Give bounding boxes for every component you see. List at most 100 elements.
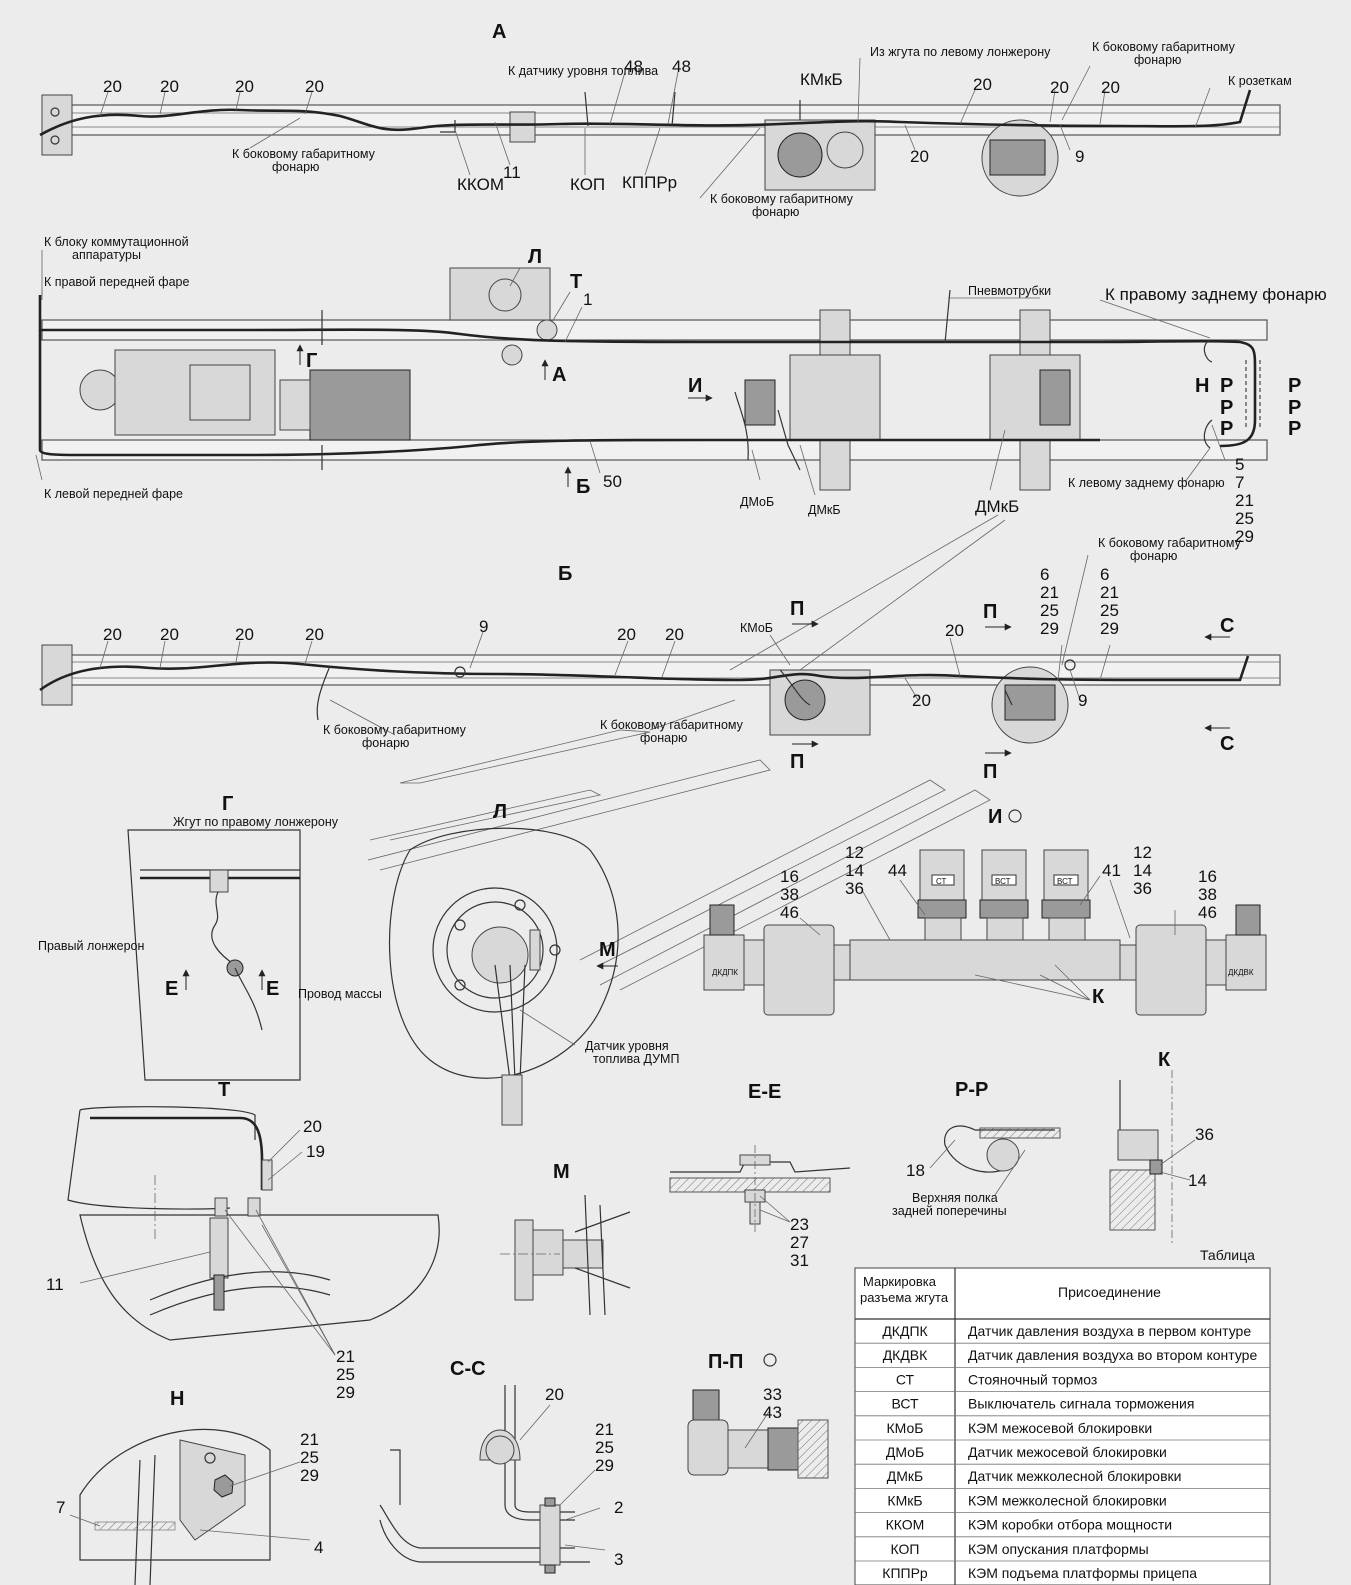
mark-dmkb-1: ДМкБ — [808, 503, 841, 517]
detail-n-title: Н — [170, 1388, 184, 1410]
k-14: 14 — [1188, 1171, 1207, 1190]
note-sensor-2: топлива ДУМП — [593, 1052, 679, 1066]
conn-kop: КОП — [570, 175, 605, 194]
stack-plan-5: 5 — [1235, 455, 1244, 474]
b-stack1-0: 6 — [1040, 565, 1049, 584]
i-left-38: 38 — [780, 885, 799, 904]
i-right-46: 46 — [1198, 903, 1217, 922]
note-side-light-1b: фонарю — [272, 160, 319, 174]
t-19: 19 — [306, 1142, 325, 1161]
detail-t: Т 20 19 11 21 25 29 — [46, 1079, 440, 1402]
i-right-36: 36 — [1133, 879, 1152, 898]
table-head-2: Присоединение — [1058, 1284, 1161, 1300]
detail-pp: П-П 33 43 — [687, 1351, 829, 1479]
harness-plan-left — [38, 330, 1100, 457]
callout-b-20-2: 20 — [160, 625, 179, 644]
rear-axle-b — [991, 666, 1069, 744]
rear-axle — [981, 119, 1059, 197]
mark-r-5: Р — [1288, 397, 1301, 419]
detail-t-title: Т — [218, 1079, 230, 1101]
callout-a-20-4: 20 — [305, 77, 324, 96]
mark-50: 50 — [603, 472, 622, 491]
detail-k-title: К — [1158, 1049, 1171, 1071]
harness-line-a — [39, 89, 1252, 137]
stack-plan-25: 25 — [1235, 509, 1254, 528]
i-left-46: 46 — [780, 903, 799, 922]
b-stack2-3: 29 — [1100, 619, 1119, 638]
table-cell-code: ККОМ — [886, 1517, 925, 1533]
detail-pp-title: П-П — [708, 1351, 743, 1373]
t-11: 11 — [46, 1275, 64, 1294]
table-cell-connection: Датчик межколесной блокировки — [968, 1468, 1181, 1484]
fuel-tank-sensor — [509, 111, 536, 143]
ss-21: 21 — [595, 1420, 614, 1439]
tag-st: СТ — [936, 877, 947, 886]
detail-m: М — [500, 1161, 631, 1316]
b-stack1-2: 25 — [1040, 601, 1059, 620]
note-left-harness: Из жгута по левому лонжерону — [870, 45, 1051, 59]
rr-18: 18 — [906, 1161, 925, 1180]
mark-l: Л — [528, 246, 542, 268]
plan-mid-axle — [744, 309, 881, 491]
table-cell-connection: Датчик давления воздуха во втором контур… — [968, 1347, 1257, 1363]
note-ground-wire: Провод массы — [298, 987, 382, 1001]
table-cell-code: СТ — [896, 1371, 915, 1387]
k-36: 36 — [1195, 1125, 1214, 1144]
stack-plan-21: 21 — [1235, 491, 1254, 510]
callout-b-20-7: 20 — [945, 621, 964, 640]
detail-l-title: Л — [493, 801, 507, 823]
note-side-light-2: К боковому габаритному — [710, 192, 854, 206]
table-caption: Таблица — [1200, 1247, 1255, 1263]
mark-r-6: Р — [1288, 418, 1301, 440]
callout-b-20-1: 20 — [103, 625, 122, 644]
e-mark-2: Е — [266, 978, 279, 1000]
callout-b-20-3: 20 — [235, 625, 254, 644]
mark-r-2: Р — [1220, 397, 1233, 419]
t-25: 25 — [336, 1365, 355, 1384]
callout-a-20-5: 20 — [973, 75, 992, 94]
ss-3: 3 — [614, 1550, 623, 1569]
pp-33: 33 — [763, 1385, 782, 1404]
table-cell-connection: КЭМ межколесной блокировки — [968, 1492, 1167, 1508]
mid-axle-b — [769, 669, 871, 736]
plan-view: К блоку коммутационной аппаратуры К прав… — [35, 235, 1327, 546]
front-bracket — [41, 94, 73, 156]
callout-a-20-2: 20 — [160, 77, 179, 96]
note-right-rear: К правому заднему фонарю — [1105, 285, 1327, 304]
b-stack1-1: 21 — [1040, 583, 1059, 602]
note-b-side-c: К боковому габаритному — [1098, 536, 1242, 550]
n-4: 4 — [314, 1538, 323, 1557]
b-stack2-0: 6 — [1100, 565, 1109, 584]
callout-b-9-2: 9 — [1078, 691, 1087, 710]
rr-note-2: задней поперечины — [892, 1204, 1007, 1218]
table-cell-code: ВСТ — [891, 1396, 919, 1412]
callout-b-20-8: 20 — [912, 691, 931, 710]
i-right-14: 14 — [1133, 861, 1152, 880]
callout-a-20-3: 20 — [235, 77, 254, 96]
callout-a-20-8: 20 — [910, 147, 929, 166]
note-b-side-a: К боковому габаритному — [323, 723, 467, 737]
i-right-38: 38 — [1198, 885, 1217, 904]
n-29: 29 — [300, 1466, 319, 1485]
detail-m-title: М — [553, 1161, 570, 1183]
note-block-b: аппаратуры — [72, 248, 141, 262]
table-cell-connection: Стояночный тормоз — [968, 1371, 1097, 1387]
n-7: 7 — [56, 1498, 65, 1517]
detail-n: Н 21 25 29 7 4 — [56, 1388, 323, 1585]
b-stack2-1: 21 — [1100, 583, 1119, 602]
table-head-1a: Маркировка — [863, 1274, 937, 1289]
callout-a-11: 11 — [503, 163, 521, 182]
callout-a-9: 9 — [1075, 147, 1084, 166]
stack-plan-7: 7 — [1235, 473, 1244, 492]
mark-b: Б — [576, 476, 590, 498]
pp-43: 43 — [763, 1403, 782, 1422]
ss-25: 25 — [595, 1438, 614, 1457]
mark-1: 1 — [583, 290, 592, 309]
ee-27: 27 — [790, 1233, 809, 1252]
t-29: 29 — [336, 1383, 355, 1402]
mark-dmob: ДМоБ — [740, 495, 774, 509]
mark-r-3: Р — [1220, 418, 1233, 440]
table-cell-code: КППРр — [882, 1565, 928, 1581]
s-mark-2: С — [1220, 733, 1234, 755]
table-cell-code: КМоБ — [887, 1420, 924, 1436]
